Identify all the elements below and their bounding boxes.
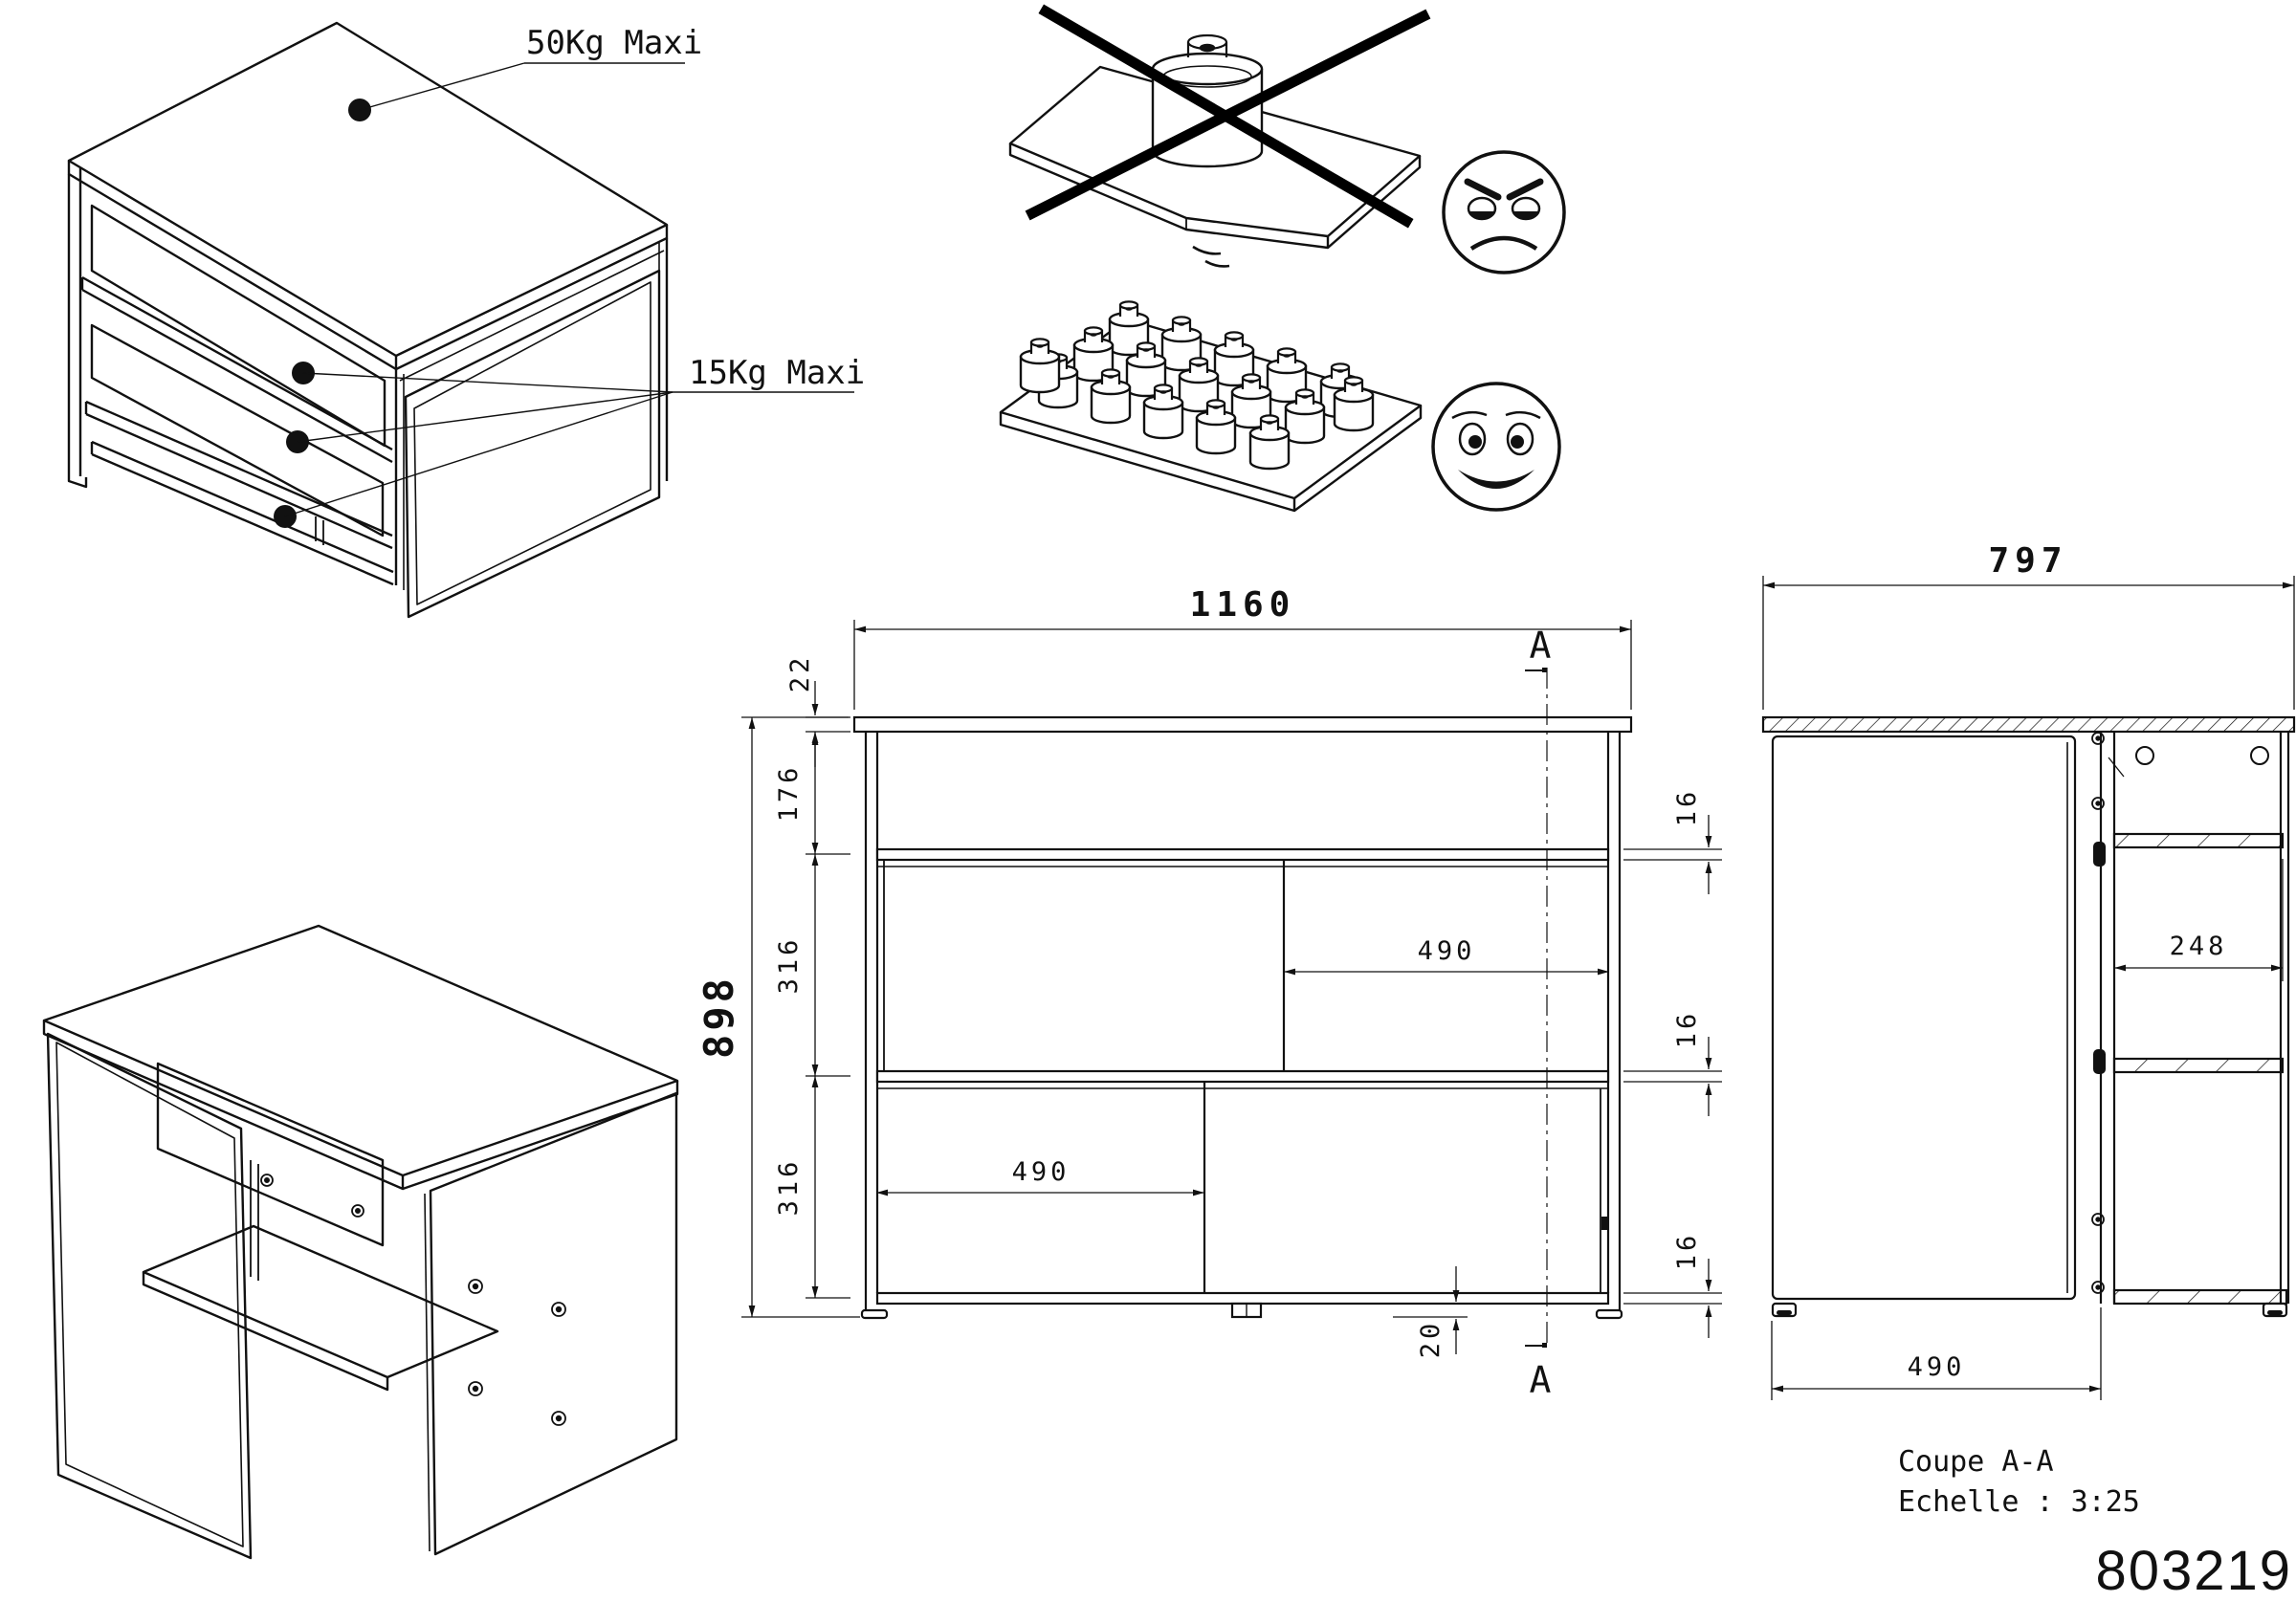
small-weights-group — [1019, 300, 1375, 471]
dim-door-depth: 490 — [1908, 1352, 1966, 1382]
front-elevation-texts: 1160 A A 22 176 316 316 898 16 16 16 20 … — [695, 585, 1702, 1401]
cabinet-lower-panel — [90, 323, 385, 538]
dim-bottom-thickness: 16 — [1672, 1232, 1702, 1271]
dim-foot-height: 20 — [1416, 1320, 1446, 1359]
front-elevation — [852, 715, 1633, 1320]
front-elevation-dimensions — [741, 620, 1722, 1354]
hinge-lower — [2093, 1049, 2106, 1074]
iso-view-annotations: 50Kg Maxi 15Kg Maxi — [274, 24, 865, 528]
left-loop-leg — [46, 1032, 253, 1560]
caption: Coupe A-A Echelle : 3:25 — [1898, 1445, 2140, 1519]
hinge-upper — [2093, 842, 2106, 867]
dim-width: 1160 — [1190, 585, 1296, 625]
dim-total-height: 898 — [695, 975, 742, 1059]
side-worktop-section — [1761, 715, 2296, 734]
door-hinge-mark — [1601, 1217, 1608, 1230]
caption-line2: Echelle : 3:25 — [1898, 1485, 2140, 1519]
angry-face-icon — [1442, 150, 1566, 274]
dim-door-lower: 490 — [1012, 1157, 1071, 1187]
label-top-load: 50Kg Maxi — [526, 24, 702, 62]
front-worktop — [852, 715, 1633, 734]
dim-shelf1-thickness: 16 — [1672, 788, 1702, 827]
side-section-view — [1761, 715, 2296, 1318]
dim-top-thickness: 22 — [785, 654, 815, 693]
side-view-texts: 797 248 490 — [1908, 541, 2228, 1382]
bent-shelf — [1008, 65, 1422, 238]
dim-mid-section: 316 — [774, 936, 804, 995]
warning-bad-load — [1008, 4, 1431, 268]
side-door-panel — [1771, 735, 2077, 1301]
desk-back-panel — [156, 1062, 385, 1247]
desk-side-panel — [429, 1091, 678, 1556]
cabinet-top-face — [67, 21, 669, 358]
desk-top-face — [42, 924, 679, 1177]
caption-line1: Coupe A-A — [1898, 1445, 2054, 1479]
sliding-door-panel — [404, 269, 661, 619]
happy-face-icon — [1431, 382, 1561, 512]
dim-lower-section: 316 — [774, 1158, 804, 1217]
section-label-top: A — [1530, 625, 1552, 667]
side-view-dimensions — [1762, 576, 2295, 1400]
dim-shelf-depth: 248 — [2170, 932, 2228, 961]
dim-shelf2-thickness: 16 — [1672, 1010, 1702, 1049]
dim-depth: 797 — [1988, 541, 2067, 581]
desk-bottom-shelf — [142, 1224, 499, 1379]
part-number: 803219 — [2095, 1540, 2292, 1602]
divider-screws — [2091, 732, 2105, 1294]
dim-upper-section: 176 — [774, 764, 804, 823]
iso-view-desk — [42, 924, 679, 1560]
iso-view-cabinet — [67, 21, 669, 619]
section-label-bottom: A — [1530, 1359, 1552, 1401]
label-shelf-load: 15Kg Maxi — [689, 354, 865, 392]
cabinet-upper-panel — [90, 204, 386, 448]
prohibition-cross-icon — [1025, 4, 1431, 229]
dim-door-upper: 490 — [1418, 936, 1476, 966]
